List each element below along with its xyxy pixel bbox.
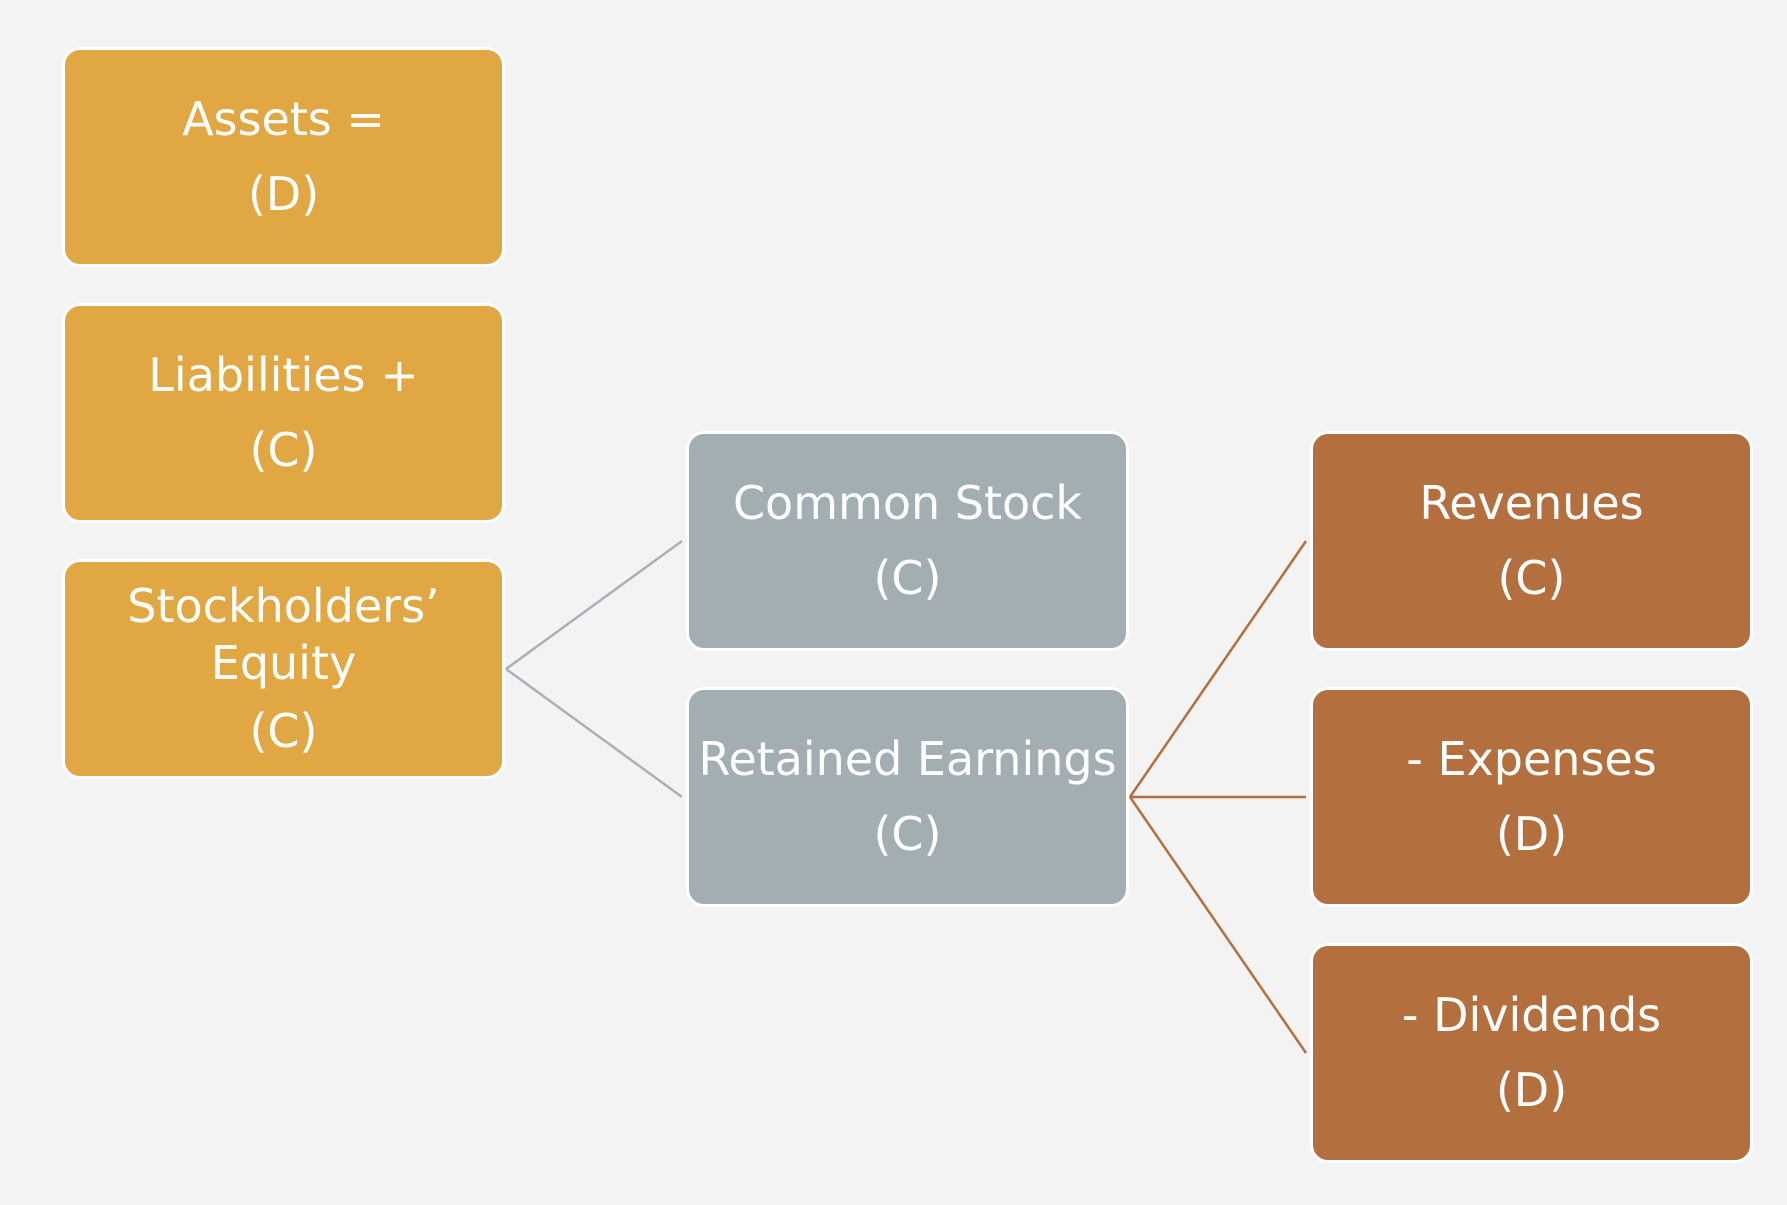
- expenses-code: (D): [1495, 807, 1568, 861]
- connector-retained-earnings-to-dividends: [1128, 796, 1308, 1054]
- liabilities-code: (C): [249, 423, 318, 477]
- assets-label: Assets =: [182, 91, 385, 146]
- expenses-box: - Expenses (D): [1310, 687, 1753, 907]
- stockholders-equity-box: Stockholders’ Equity (C): [62, 559, 505, 779]
- stockholders-equity-code: (C): [249, 703, 318, 758]
- common-stock-code: (C): [873, 551, 942, 605]
- retained-earnings-code: (C): [873, 807, 942, 861]
- retained-earnings-box: Retained Earnings (C): [686, 687, 1129, 907]
- liabilities-box: Liabilities + (C): [62, 303, 505, 523]
- retained-earnings-label: Retained Earnings: [698, 731, 1117, 786]
- dividends-code: (D): [1495, 1063, 1568, 1117]
- dividends-box: - Dividends (D): [1310, 943, 1753, 1163]
- assets-box: Assets = (D): [62, 47, 505, 267]
- revenues-label: Revenues: [1419, 475, 1644, 530]
- dividends-label: - Dividends: [1401, 987, 1662, 1042]
- common-stock-label: Common Stock: [732, 475, 1083, 530]
- revenues-code: (C): [1497, 551, 1566, 605]
- stockholders-equity-label: Stockholders’ Equity: [127, 578, 440, 691]
- liabilities-label: Liabilities +: [148, 347, 419, 402]
- connector-equity-to-retained-earnings: [505, 667, 683, 799]
- connector-equity-to-common-stock: [505, 539, 683, 671]
- assets-code: (D): [247, 167, 320, 221]
- connector-retained-earnings-to-revenues: [1128, 540, 1308, 798]
- expenses-label: - Expenses: [1406, 731, 1657, 786]
- revenues-box: Revenues (C): [1310, 431, 1753, 651]
- common-stock-box: Common Stock (C): [686, 431, 1129, 651]
